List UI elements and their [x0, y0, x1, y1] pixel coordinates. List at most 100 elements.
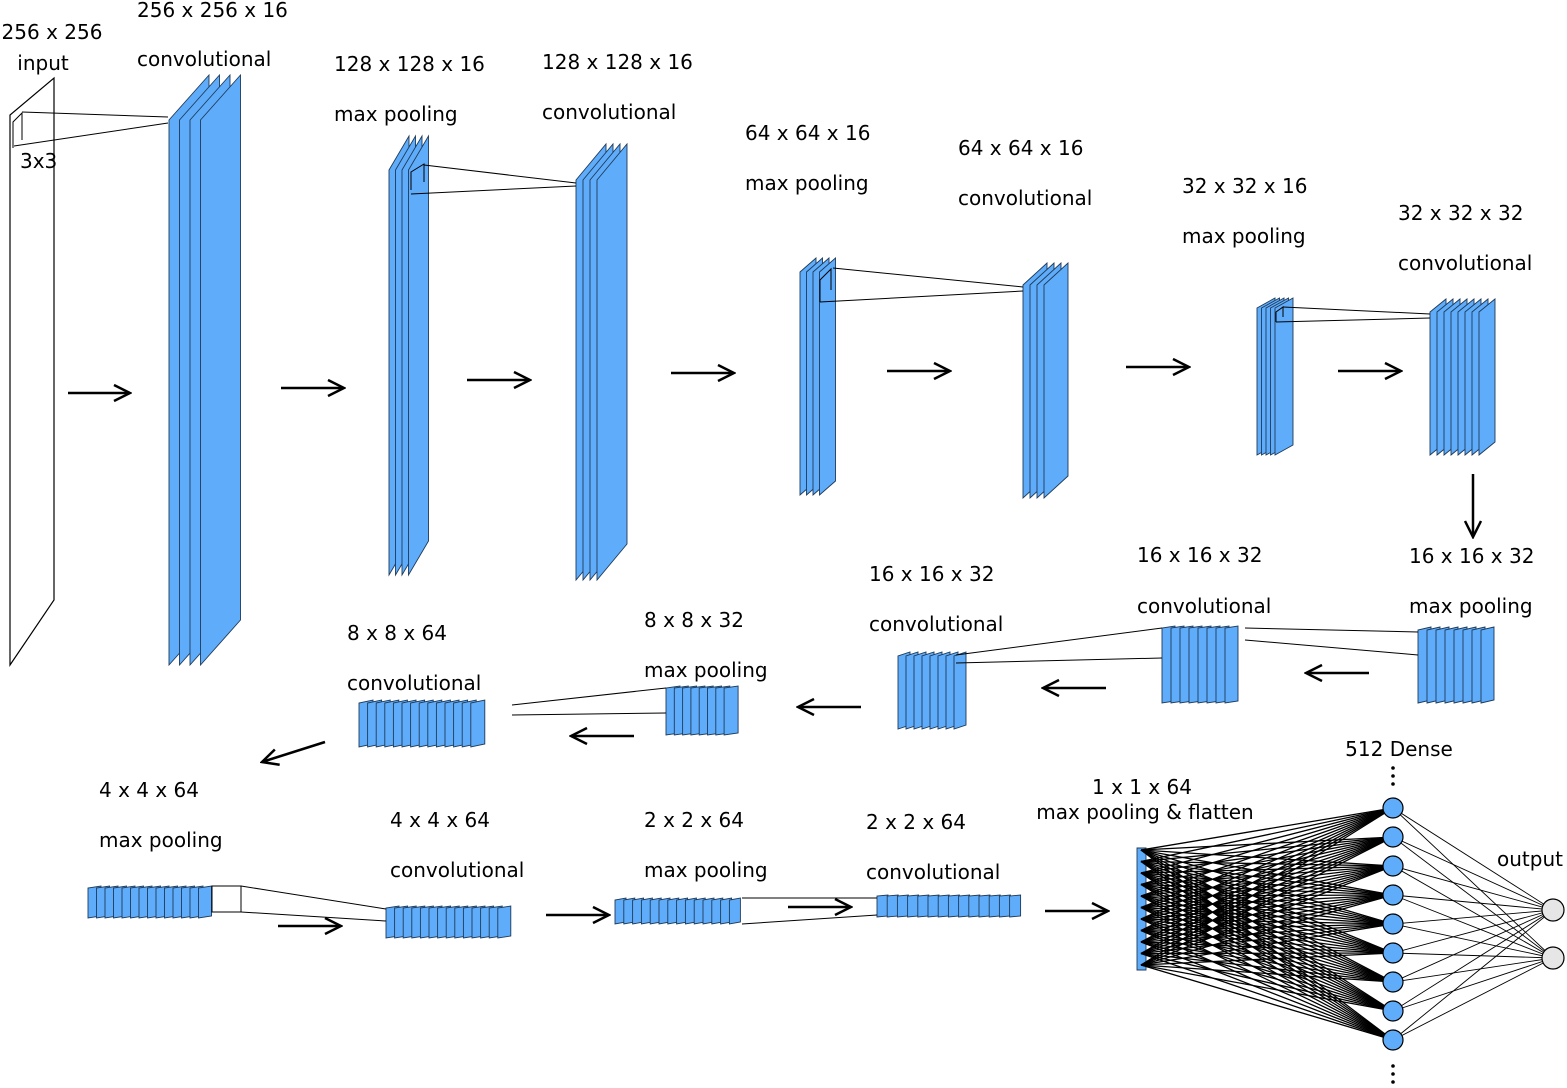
flatten-to-dense-edge — [1140, 836, 1394, 966]
output-neuron — [1541, 898, 1565, 922]
conv9-stack — [876, 894, 1022, 918]
conv7-stack-sheet — [470, 699, 486, 748]
pool7-stack-sheet — [684, 897, 697, 925]
pool7-type-label: max pooling — [644, 858, 768, 882]
receptive-field-line — [410, 185, 577, 195]
connectors-group — [13, 111, 1431, 925]
input-name-label: input — [17, 51, 69, 75]
conv9-stack-sheet — [947, 894, 960, 918]
pool5-stack-sheet — [723, 685, 739, 736]
conv9-stack-sheet — [1009, 894, 1022, 918]
dense-to-output-edge — [1392, 957, 1554, 1041]
dense-to-output-edge — [1392, 894, 1554, 959]
receptive-field-line — [832, 267, 1024, 288]
pool2-stack-sheet — [819, 257, 836, 496]
flow-arrow — [262, 740, 326, 762]
dense-neuron — [1382, 797, 1404, 819]
flatten-to-dense-edge — [1140, 865, 1394, 966]
conv1-type-label: convolutional — [137, 47, 272, 71]
receptive-field-line — [13, 122, 169, 147]
dense-neuron — [1382, 971, 1404, 993]
pool2-stack — [799, 257, 836, 496]
pool7-stack-sheet — [649, 897, 662, 925]
pool2-kernel-box — [819, 267, 832, 302]
dense-neuron — [1382, 826, 1404, 848]
pool3-type-label: max pooling — [1182, 224, 1306, 248]
conv3-type-label: convolutional — [958, 186, 1093, 210]
pool7-stack-sheet — [614, 897, 627, 925]
pool7-stack-sheet — [640, 897, 653, 925]
flatten-size-label: 1 x 1 x 64 — [1092, 775, 1192, 799]
pool5-stack — [665, 685, 739, 736]
conv2-stack — [575, 142, 628, 582]
conv6-stack — [897, 651, 967, 730]
conv2-stack-sheet — [596, 142, 628, 582]
conv1-size-label: 256 x 256 x 16 — [137, 0, 288, 22]
pool7-stack-sheet — [632, 897, 645, 925]
dense-to-output-edge — [1392, 909, 1554, 954]
flatten-to-dense-edge — [1140, 807, 1394, 932]
receptive-field-line — [819, 290, 1024, 303]
flatten-to-dense-edge — [1140, 836, 1394, 909]
conv5-size-label: 16 x 16 x 32 — [1137, 543, 1263, 567]
pool7-stack-sheet — [720, 897, 733, 925]
conv8-stack-sheet — [497, 905, 512, 939]
conv4-type-label: convolutional — [1398, 251, 1533, 275]
pool4-stack — [1417, 626, 1495, 704]
receptive-field-line — [1244, 627, 1419, 633]
input-kernel-label: 3x3 — [20, 149, 58, 173]
pool7-stack-sheet — [676, 897, 689, 925]
conv7-stack — [358, 699, 486, 748]
conv5-stack-sheet — [1224, 625, 1239, 704]
receptive-field-line — [511, 712, 667, 716]
conv6-size-label: 16 x 16 x 32 — [869, 562, 995, 586]
input-plane — [9, 76, 55, 667]
pool6-stack-sheet — [198, 885, 212, 919]
receptive-field-line — [1244, 639, 1419, 656]
conv9-stack-sheet — [978, 894, 991, 918]
dense-to-output-edge — [1392, 909, 1554, 1041]
conv3-stack-sheet — [1043, 261, 1069, 500]
ellipsis-dot — [1391, 766, 1395, 770]
ellipsis-dot — [1391, 1080, 1395, 1084]
dense-neuron — [1382, 942, 1404, 964]
conv9-stack-sheet — [907, 894, 920, 918]
pool7-stack-sheet — [702, 897, 715, 925]
flatten-to-dense-edge — [1140, 807, 1394, 851]
pool1-stack — [388, 134, 429, 577]
dense-network — [1140, 766, 1565, 1084]
pool6-kernel-box — [211, 885, 242, 913]
pool4-stack-sheet — [1480, 626, 1495, 704]
pool7-size-label: 2 x 2 x 64 — [644, 808, 744, 832]
dense-to-output-edge — [1392, 836, 1554, 959]
pool3-stack-sheet — [1274, 297, 1294, 456]
ellipsis-dot — [1391, 1072, 1395, 1076]
flatten-to-dense-edge — [1140, 807, 1394, 886]
conv2-type-label: convolutional — [542, 100, 677, 124]
dense-to-output-edge — [1392, 865, 1554, 911]
pool7-stack-sheet — [623, 897, 636, 925]
conv2-size-label: 128 x 128 x 16 — [542, 50, 693, 74]
pool7-stack-sheet — [728, 897, 741, 925]
flatten-to-dense-edge — [1140, 807, 1394, 897]
pool4-size-label: 16 x 16 x 32 — [1409, 544, 1535, 568]
dense-neuron — [1382, 855, 1404, 877]
flatten-to-dense-edge — [1140, 807, 1394, 909]
dense-to-output-edge — [1392, 909, 1554, 1012]
pool2-size-label: 64 x 64 x 16 — [745, 121, 871, 145]
conv9-stack-sheet — [958, 894, 971, 918]
conv1-stack-sheet — [200, 73, 241, 667]
conv9-stack-sheet — [937, 894, 950, 918]
flatten-to-dense-edge — [1140, 807, 1394, 943]
receptive-field-line — [1282, 306, 1431, 315]
flatten-to-dense-edge — [1140, 952, 1394, 966]
pool5-type-label: max pooling — [644, 658, 768, 682]
conv9-stack-sheet — [998, 894, 1011, 918]
pool7-stack-sheet — [711, 897, 724, 925]
conv9-stack-sheet — [927, 894, 940, 918]
pool3-size-label: 32 x 32 x 16 — [1182, 174, 1308, 198]
dense-to-output-edge — [1392, 807, 1554, 911]
receptive-field-line — [955, 627, 1163, 656]
pool1-size-label: 128 x 128 x 16 — [334, 52, 485, 76]
